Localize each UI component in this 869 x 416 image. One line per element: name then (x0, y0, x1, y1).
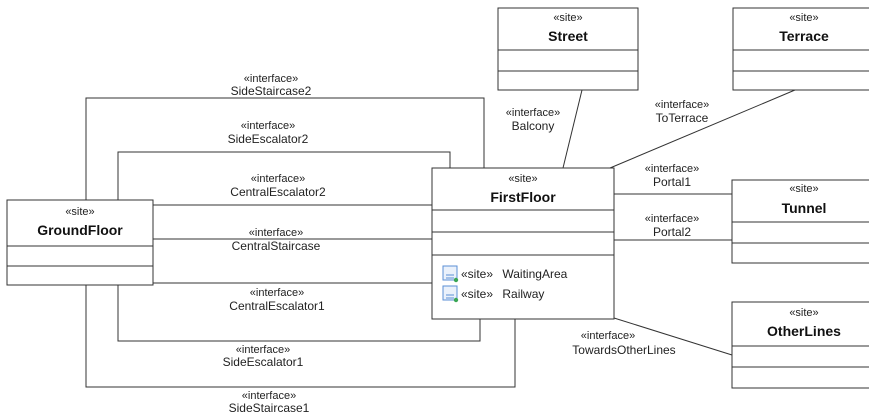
label-portal1-stereotype: «interface» (645, 163, 699, 175)
otherlines-stereotype: «site» (789, 307, 818, 319)
connectors (85, 89, 796, 388)
label-sideescalator1-name: SideEscalator1 (223, 355, 304, 369)
svg-text:«site» Railway: «site» Railway (461, 287, 544, 301)
svg-text:«site» WaitingArea: «site» WaitingArea (461, 267, 568, 281)
label-toterrace-name: ToTerrace (656, 111, 709, 125)
label-towardsotherlines-name: TowardsOtherLines (572, 343, 675, 357)
label-portal2-stereotype: «interface» (645, 213, 699, 225)
part-railway-stereotype: «site» (461, 287, 493, 301)
part-icon (442, 265, 459, 283)
firstfloor-name: FirstFloor (490, 189, 556, 205)
street-name: Street (548, 28, 588, 44)
connector-sidestaircase2[interactable] (85, 97, 485, 200)
label-balcony-name: Balcony (512, 119, 555, 133)
label-toterrace-stereotype: «interface» (655, 99, 709, 111)
label-centralescalator1-name: CentralEscalator1 (229, 299, 325, 313)
label-centralstaircase-name: CentralStaircase (232, 239, 321, 253)
label-sidestaircase2-name: SideStaircase2 (231, 84, 312, 98)
site-box-tunnel[interactable]: «site» Tunnel (731, 179, 869, 264)
label-sidestaircase1-stereotype: «interface» (242, 390, 296, 402)
part-waitingarea-name: WaitingArea (502, 267, 567, 281)
terrace-name: Terrace (779, 28, 829, 44)
label-centralescalator1-stereotype: «interface» (250, 287, 304, 299)
label-portal1-name: Portal1 (653, 175, 691, 189)
street-stereotype: «site» (553, 12, 582, 24)
terrace-stereotype: «site» (789, 12, 818, 24)
part-railway[interactable]: «site» Railway (442, 285, 544, 303)
site-box-terrace[interactable]: «site» Terrace (732, 7, 869, 91)
site-box-otherlines[interactable]: «site» OtherLines (731, 301, 869, 389)
label-sidestaircase2-stereotype: «interface» (244, 73, 298, 85)
label-sidestaircase1-name: SideStaircase1 (229, 401, 310, 415)
label-centralescalator2-name: CentralEscalator2 (230, 185, 326, 199)
site-box-street[interactable]: «site» Street (497, 7, 639, 91)
tunnel-name: Tunnel (782, 200, 827, 216)
connector-balcony[interactable] (562, 89, 583, 169)
label-portal2-name: Portal2 (653, 225, 691, 239)
label-sideescalator2-name: SideEscalator2 (228, 132, 309, 146)
label-towardsotherlines-stereotype: «interface» (581, 330, 635, 342)
label-sideescalator1-stereotype: «interface» (236, 344, 290, 356)
label-centralstaircase-stereotype: «interface» (249, 227, 303, 239)
site-box-firstfloor[interactable]: «site» FirstFloor «site» WaitingArea (431, 167, 615, 320)
tunnel-stereotype: «site» (789, 183, 818, 195)
connector-sideescalator1[interactable] (117, 285, 481, 342)
otherlines-name: OtherLines (767, 323, 841, 339)
part-icon (442, 285, 459, 303)
connector-sideescalator2[interactable] (117, 151, 451, 200)
part-waitingarea-stereotype: «site» (461, 267, 493, 281)
connector-sidestaircase1[interactable] (85, 285, 516, 388)
connector-towardsotherlines[interactable] (613, 317, 733, 356)
label-centralescalator2-stereotype: «interface» (251, 173, 305, 185)
site-box-groundfloor[interactable]: «site» GroundFloor (6, 199, 154, 286)
part-waitingarea[interactable]: «site» WaitingArea (442, 265, 568, 283)
part-railway-name: Railway (502, 287, 544, 301)
connector-toterrace[interactable] (609, 89, 796, 169)
interface-labels: «interface» SideStaircase2 «interface» S… (223, 73, 710, 415)
groundfloor-stereotype: «site» (65, 206, 94, 218)
groundfloor-name: GroundFloor (37, 222, 123, 238)
label-sideescalator2-stereotype: «interface» (241, 120, 295, 132)
firstfloor-stereotype: «site» (508, 173, 537, 185)
label-balcony-stereotype: «interface» (506, 107, 560, 119)
